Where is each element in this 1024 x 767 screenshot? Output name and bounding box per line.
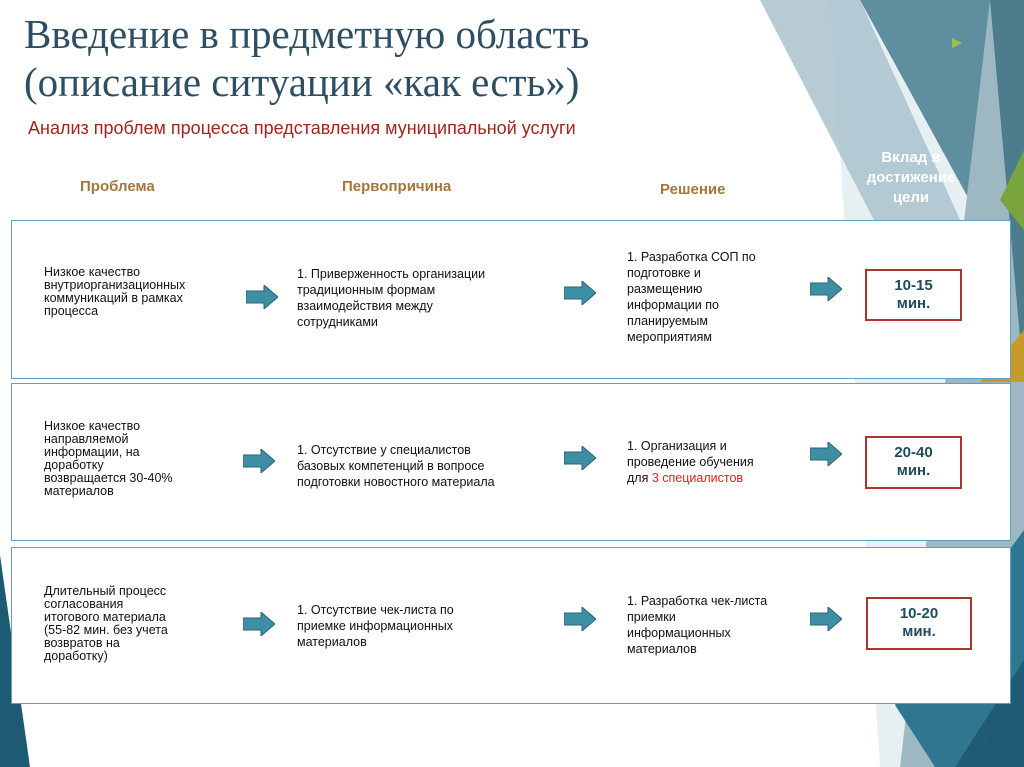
column-header-problem: Проблема	[80, 178, 155, 195]
column-header-contribution: Вклад в достижение цели	[836, 148, 986, 208]
contribution-header-line-2: достижение	[866, 169, 956, 186]
row-1-contribution-badge: 10-15 мин.	[865, 269, 962, 321]
column-header-cause: Первопричина	[342, 178, 452, 195]
row-1-arrow-icon-1	[246, 285, 278, 309]
row-1-problem: Низкое качество внутриорганизационных ко…	[44, 265, 186, 318]
title-line-1: Введение в предметную область	[24, 11, 590, 57]
row-3-arrow-icon-2	[564, 607, 596, 631]
analysis-row-1	[11, 220, 1011, 379]
row-2-arrow-icon-1	[243, 449, 275, 473]
row-2-solution-prefix: для	[627, 471, 652, 485]
row-2-solution: 1. Организация и проведение обучения для…	[627, 439, 754, 485]
contribution-header-line-1: Вклад в	[881, 149, 941, 166]
row-1-solution: 1. Разработка СОП по подготовке и размещ…	[627, 250, 756, 344]
row-1-cause: 1. Приверженность организации традиционн…	[297, 267, 486, 329]
analysis-row-2	[11, 383, 1011, 541]
page-number: 7	[986, 728, 995, 745]
row-3-solution: 1. Разработка чек-листа приемки информац…	[627, 594, 768, 656]
row-3-contribution-badge: 10-20 мин.	[866, 597, 972, 650]
row-3-arrow-icon-1	[243, 612, 275, 636]
row-1-arrow-icon-3	[810, 277, 842, 301]
page-title: Введение в предметную область (описание …	[24, 10, 784, 106]
row-2-contribution-badge: 20-40 мин.	[865, 436, 962, 489]
row-3-arrow-icon-3	[810, 607, 842, 631]
row-2-solution-highlight: 3 специалистов	[651, 471, 744, 485]
analysis-row-3	[11, 547, 1011, 704]
page-subtitle: Анализ проблем процесса представления му…	[28, 118, 576, 138]
row-2-problem: Низкое качество направляемой информации,…	[44, 419, 173, 498]
row-1-arrow-icon-2	[564, 281, 596, 305]
row-3-cause: 1. Отсутствие чек-листа по приемке инфор…	[297, 603, 454, 649]
row-2-arrow-icon-3	[810, 442, 842, 466]
contribution-header-line-3: цели	[892, 189, 930, 206]
row-2-cause: 1. Отсутствие у специалистов базовых ком…	[297, 443, 495, 489]
title-line-2: (описание ситуации «как есть»)	[24, 59, 580, 105]
row-3-problem: Длительный процесс согласования итоговог…	[44, 584, 168, 663]
column-header-solution: Решение	[660, 181, 726, 198]
row-2-arrow-icon-2	[564, 446, 596, 470]
